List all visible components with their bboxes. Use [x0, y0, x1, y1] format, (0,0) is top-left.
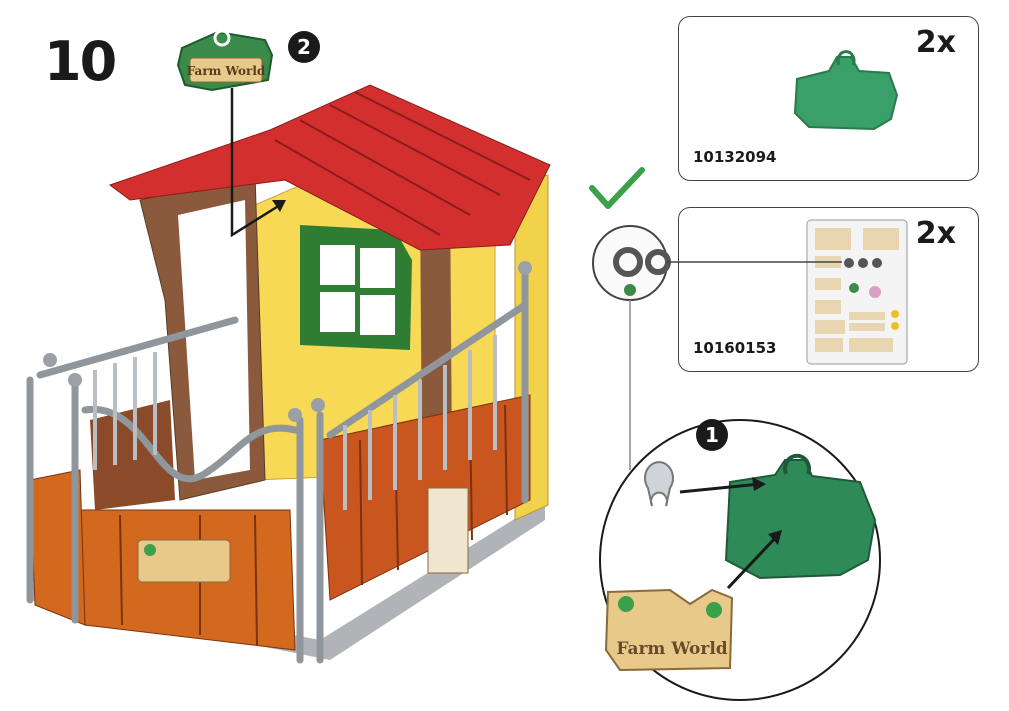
door-sign [137, 539, 231, 583]
right-wood-panel [319, 394, 531, 601]
grey-railings [26, 266, 529, 664]
part-1-quantity: 2x [915, 25, 956, 60]
checkmark-icon [589, 167, 645, 209]
parts-panel-1: 2x 10132094 [678, 16, 979, 181]
rail-balusters [93, 335, 497, 510]
part-2-quantity: 2x [915, 216, 956, 251]
step-number: 10 [44, 30, 117, 93]
sticker-sheet-icon [806, 219, 908, 365]
green-sign-plate-icon [793, 50, 899, 131]
part-1-number: 10132094 [693, 148, 777, 166]
detail-sign-text: Farm World [616, 639, 727, 659]
substep-2-badge: 2 [288, 31, 320, 63]
parts-panel-2: 2x 10160153 [678, 207, 979, 372]
horse-sticker [427, 487, 469, 574]
red-roof [108, 84, 551, 251]
wood-sign-detail [604, 588, 734, 672]
part-2-number: 10160153 [693, 339, 777, 357]
substep-1-badge: 1 [696, 419, 728, 451]
horseshoe-sticker-icon [644, 461, 674, 507]
